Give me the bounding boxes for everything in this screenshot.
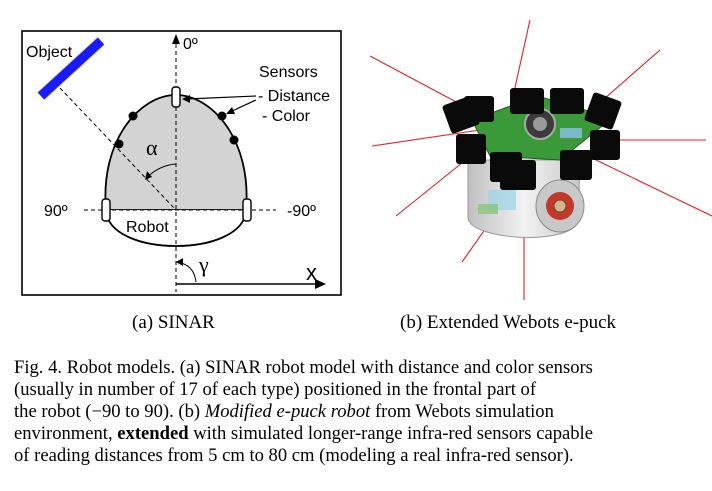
object-label: Object — [26, 44, 73, 61]
left-angle-label: 90º — [44, 203, 68, 220]
x-axis-label: x — [306, 260, 317, 285]
robot-label: Robot — [126, 219, 169, 236]
right-arrow-icon — [315, 279, 326, 289]
sensor-pointer-2 — [229, 99, 257, 113]
caption-line-2: (usually in number of 17 of each type) p… — [14, 379, 537, 400]
caption-bold: extended — [117, 423, 189, 444]
sensor-housings — [442, 88, 622, 190]
caption-line-5: of reading distances from 5 cm to 80 cm … — [14, 445, 574, 466]
color-sensor-left — [128, 111, 138, 121]
caption-line-1: Fig. 4. Robot models. (a) SINAR robot mo… — [14, 357, 593, 378]
sensors-title: Sensors — [259, 64, 318, 81]
up-arrow-icon — [172, 34, 180, 44]
caption-line-4: environment, extended with simulated lon… — [14, 423, 593, 444]
wheel-hub — [553, 199, 567, 213]
sensor-color-label: - Color — [262, 108, 311, 125]
figure-caption: Fig. 4. Robot models. (a) SINAR robot mo… — [14, 357, 700, 467]
sensor-pointer-1 — [185, 95, 257, 100]
gamma-label: γ — [198, 252, 209, 277]
gamma-arc — [175, 261, 197, 283]
color-sensor-right-low — [229, 135, 239, 145]
color-sensor-left-low — [114, 139, 124, 149]
top-angle-label: 0º — [183, 36, 198, 53]
color-sensor-right — [217, 111, 227, 121]
caption-emphasis: Modified e-puck robot — [204, 401, 371, 422]
alpha-label: α — [146, 135, 158, 160]
subcaption-b: (b) Extended Webots e-puck — [400, 312, 617, 333]
subcaption-a: (a) SINAR — [132, 312, 215, 333]
diagram-frame — [21, 30, 342, 296]
right-sensor — [242, 198, 252, 222]
left-sensor — [101, 198, 111, 222]
object-ray — [59, 87, 177, 211]
epuck-render — [369, 19, 712, 300]
caption-line-3: the robot (−90 to 90). (b) Modified e-pu… — [14, 401, 554, 422]
right-angle-label: -90º — [287, 203, 316, 220]
front-sensor — [171, 86, 181, 108]
sensor-distance-label: - Distance — [258, 88, 330, 105]
sinar-diagram: Object 0º Sensors - Distance - Color α 9… — [21, 30, 342, 296]
